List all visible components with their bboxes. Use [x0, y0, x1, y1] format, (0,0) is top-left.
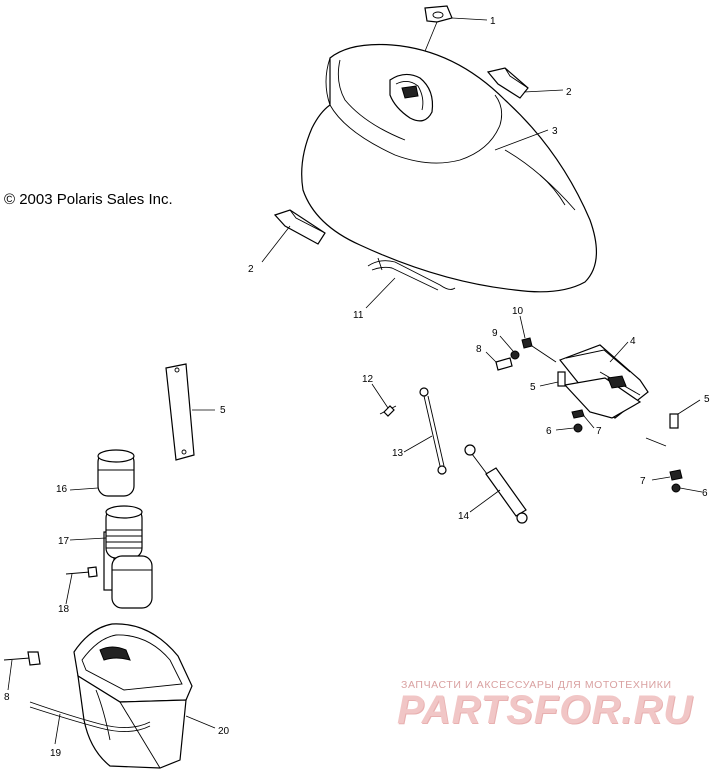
callout-2b: 2: [248, 264, 254, 275]
part-2-grip-left: [261, 209, 326, 263]
callout-13: 13: [392, 448, 404, 459]
callout-2a: 2: [566, 87, 572, 98]
callout-18: 18: [58, 604, 70, 615]
callout-5c: 5: [220, 405, 226, 416]
part-15-plate: [165, 363, 215, 461]
part-8-fitting: [3, 651, 41, 691]
callout-7b: 7: [640, 476, 646, 487]
part-20-bin: [73, 623, 216, 769]
callout-12: 12: [362, 374, 374, 385]
part-2-grip-top: [486, 67, 564, 99]
callout-labels: 1 2 3 2 11 10 9 8 4 5 5 12 6 7 13 14 7 6…: [4, 16, 710, 759]
part-19-cable: [29, 701, 151, 745]
part-1-latch: [413, 5, 488, 79]
part-11-bracket: [365, 257, 456, 309]
callout-10: 10: [512, 306, 524, 317]
part-4-hinge: [559, 341, 649, 419]
callout-8b: 8: [4, 692, 10, 703]
callout-1: 1: [490, 16, 496, 27]
callout-6b: 6: [702, 488, 708, 499]
part-14-strut: [464, 444, 528, 524]
callout-19: 19: [50, 748, 62, 759]
part-3-hood: [301, 43, 598, 293]
callout-14: 14: [458, 511, 470, 522]
callout-20: 20: [218, 726, 230, 737]
callout-6a: 6: [546, 426, 552, 437]
watermark-tagline: ЗАПЧАСТИ И АКСЕССУАРЫ ДЛЯ МОТОТЕХНИКИ: [401, 679, 672, 691]
callout-17: 17: [58, 536, 70, 547]
callout-11: 11: [353, 310, 364, 321]
part-16-cylinder: [69, 449, 135, 497]
callout-3: 3: [552, 126, 558, 137]
callout-5a: 5: [530, 382, 536, 393]
callout-5b: 5: [704, 394, 710, 405]
callout-9: 9: [492, 328, 498, 339]
callout-4: 4: [630, 336, 636, 347]
part-12-rod-end: [371, 383, 397, 417]
callout-16: 16: [56, 484, 68, 495]
part-13-strap: [403, 387, 447, 475]
part-17-cylinder: [69, 505, 153, 609]
hardware-small-parts: [485, 315, 703, 493]
watermark-logo: PARTSFOR.RU: [397, 688, 694, 732]
callout-8a: 8: [476, 344, 482, 355]
callout-7a: 7: [596, 426, 602, 437]
part-18-pin: [65, 566, 98, 605]
copyright-notice: © 2003 Polaris Sales Inc.: [4, 191, 173, 208]
